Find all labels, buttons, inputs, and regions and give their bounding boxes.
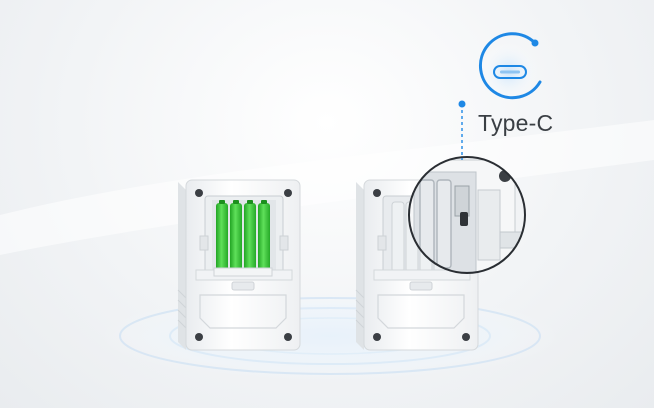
background-light-streak (0, 120, 654, 255)
battery-pack (213, 200, 273, 277)
typec-connector-line (458, 100, 466, 160)
usb-c-port-icon (478, 32, 542, 102)
screw-hole-icon (373, 333, 381, 341)
screw-hole-icon (195, 333, 203, 341)
battery-cell (244, 203, 256, 275)
screw-hole-icon (373, 189, 381, 197)
screw-hole-icon (195, 189, 203, 197)
typec-port-detail (460, 212, 468, 226)
screw-hole-icon (284, 333, 292, 341)
device-with-batteries (177, 179, 301, 351)
screw-hole-icon (284, 189, 292, 197)
floor-glow (100, 292, 560, 380)
typec-label: Type-C (478, 110, 554, 136)
battery-cell (258, 203, 270, 275)
battery-cell (216, 203, 228, 275)
screw-hole-icon (462, 333, 470, 341)
battery-cell (230, 203, 242, 275)
zoom-lens (408, 156, 526, 274)
